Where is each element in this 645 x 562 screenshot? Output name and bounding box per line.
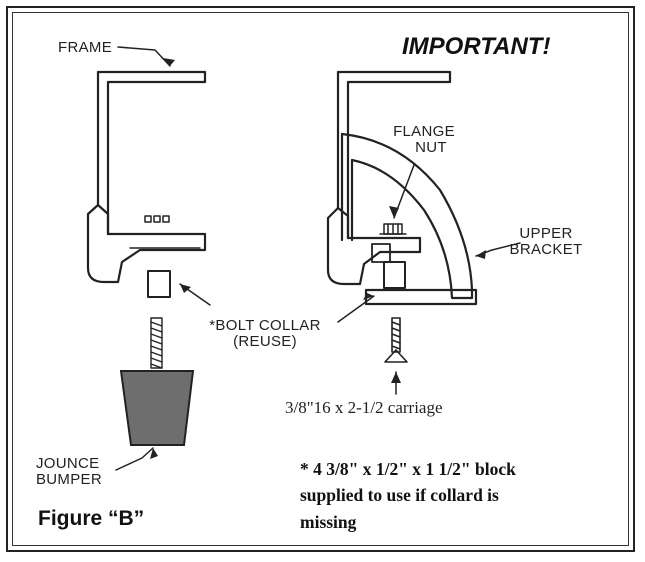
jounce-bumper-label-line2: BUMPER xyxy=(36,470,102,488)
figure-caption: Figure “B” xyxy=(38,507,145,530)
flange-nut-label-line1: FLANGE xyxy=(393,123,455,140)
bolt-collar-left xyxy=(147,270,171,298)
bolt-collar-label: *BOLT COLLAR (REUSE) xyxy=(192,318,338,350)
upper-bracket xyxy=(340,132,478,306)
inner-border xyxy=(12,12,629,546)
flange-nut xyxy=(379,223,407,235)
block-note-line3: missing xyxy=(300,511,357,532)
flange-nut-label-line2: NUT xyxy=(415,138,447,156)
upper-bracket-label: UPPER BRACKET xyxy=(500,226,592,258)
bolt-collar-label-line2: (REUSE) xyxy=(233,332,297,350)
carriage-bolt xyxy=(384,317,408,363)
block-note-line1: * 4 3/8" x 1/2" x 1 1/2" block xyxy=(300,459,516,479)
outer-border xyxy=(6,6,635,552)
arrow-heads xyxy=(150,58,486,459)
bumper-stud xyxy=(150,317,163,369)
upper-bracket-label-line1: UPPER xyxy=(519,225,573,242)
bolt-collar-label-line1: *BOLT COLLAR xyxy=(209,317,321,334)
jounce-bumper-body xyxy=(119,370,195,446)
upper-bracket-label-line2: BRACKET xyxy=(509,240,583,258)
carriage-bolt-label: 3/8"16 x 2-1/2 carriage xyxy=(285,398,443,417)
jounce-bumper-label-line1: JOUNCE xyxy=(36,455,100,472)
block-note-line2: supplied to use if collard is xyxy=(300,485,499,506)
frame-stud-marks xyxy=(144,215,170,223)
flange-nut-label: FLANGE NUT xyxy=(384,124,464,156)
right-frame-rail xyxy=(326,70,452,286)
block-note: * 4 3/8" x 1/2" x 1 1/2" block supplied … xyxy=(300,456,516,535)
title: IMPORTANT! xyxy=(402,33,551,60)
left-frame-rail xyxy=(86,70,207,284)
frame-label: FRAME xyxy=(58,39,112,56)
jounce-bumper-label: JOUNCE BUMPER xyxy=(36,456,102,488)
